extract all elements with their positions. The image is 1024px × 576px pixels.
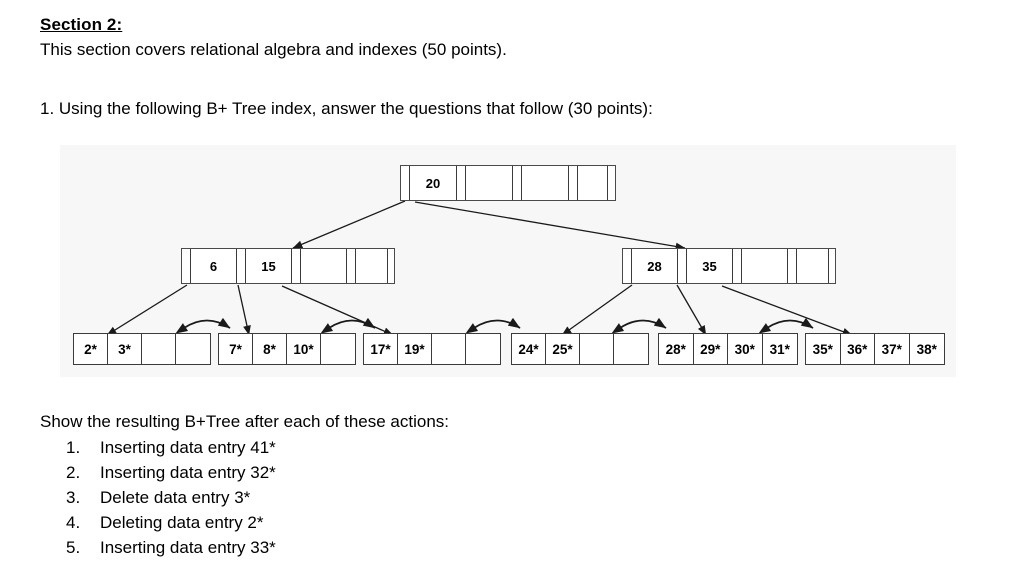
leaf-1-cell-0: 2* (74, 334, 108, 364)
page-title: Section 2: (40, 15, 123, 34)
leaf-5-cell-1: 29* (693, 334, 728, 364)
leaf-1-cell-2 (142, 334, 176, 364)
list-item-label: Inserting data entry 41* (100, 438, 276, 457)
internal-right-pointer-0 (623, 249, 632, 283)
internal-left-pointer-4 (388, 249, 393, 283)
list-item-label: Inserting data entry 33* (100, 538, 276, 557)
list-item-number: 2. (66, 463, 81, 482)
leaf-4-cell-0: 24* (512, 334, 546, 364)
root-pointer-3 (569, 166, 578, 200)
internal-right-key-2 (742, 249, 788, 283)
tree-connector-lines (106, 200, 853, 336)
internal-left-key-1: 15 (246, 249, 292, 283)
internal-right-pointer-3 (788, 249, 797, 283)
actions-list: 1. Inserting data entry 41* 2. Inserting… (66, 435, 276, 560)
internal-left-key-2 (301, 249, 347, 283)
internal-right-pointer-1 (678, 249, 687, 283)
list-item-label: Delete data entry 3* (100, 488, 251, 507)
leaf-node-4[interactable]: 24* 25* (511, 333, 649, 365)
internal-left-pointer-2 (292, 249, 301, 283)
internal-left-key-3 (356, 249, 388, 283)
list-item: 2. Inserting data entry 32* (66, 460, 276, 485)
root-pointer-4 (608, 166, 614, 200)
list-item: 4. Deleting data entry 2* (66, 510, 276, 535)
internal-node-right[interactable]: 28 35 (622, 248, 836, 284)
internal-left-pointer-0 (182, 249, 191, 283)
internal-node-left[interactable]: 6 15 (181, 248, 395, 284)
leaf-1-cell-3 (176, 334, 210, 364)
internal-left-pointer-1 (237, 249, 246, 283)
leaf-3-cell-0: 17* (364, 334, 398, 364)
leaf-5-cell-0: 28* (659, 334, 694, 364)
root-node[interactable]: 20 (400, 165, 616, 201)
internal-right-pointer-4 (829, 249, 834, 283)
section-subtitle: This section covers relational algebra a… (40, 40, 507, 59)
leaf-6-cell-1: 36* (840, 334, 875, 364)
leaf-node-3[interactable]: 17* 19* (363, 333, 501, 365)
leaf-3-cell-1: 19* (398, 334, 432, 364)
list-item-number: 3. (66, 488, 81, 507)
list-item: 5. Inserting data entry 33* (66, 535, 276, 560)
internal-left-key-0: 6 (191, 249, 237, 283)
list-item: 1. Inserting data entry 41* (66, 435, 276, 460)
leaf-node-1[interactable]: 2* 3* (73, 333, 211, 365)
list-item-number: 4. (66, 513, 81, 532)
internal-left-pointer-3 (347, 249, 356, 283)
leaf-node-6[interactable]: 35* 36* 37* 38* (805, 333, 945, 365)
root-pointer-1 (457, 166, 466, 200)
list-item-label: Deleting data entry 2* (100, 513, 264, 532)
root-key-1 (466, 166, 513, 200)
root-key-3 (578, 166, 608, 200)
leaf-2-cell-2: 10* (287, 334, 321, 364)
question-prompt: 1. Using the following B+ Tree index, an… (40, 99, 653, 118)
leaf-4-cell-3 (614, 334, 648, 364)
leaf-2-cell-0: 7* (219, 334, 253, 364)
root-pointer-2 (513, 166, 522, 200)
leaf-2-cell-1: 8* (253, 334, 287, 364)
list-item-label: Inserting data entry 32* (100, 463, 276, 482)
leaf-node-2[interactable]: 7* 8* 10* (218, 333, 356, 365)
internal-right-key-3 (797, 249, 829, 283)
leaf-5-cell-3: 31* (762, 334, 797, 364)
b-plus-tree-diagram: 20 6 15 28 35 2* 3* (60, 145, 956, 377)
leaf-4-cell-1: 25* (546, 334, 580, 364)
leaf-node-5[interactable]: 28* 29* 30* 31* (658, 333, 798, 365)
leaf-4-cell-2 (580, 334, 614, 364)
leaf-5-cell-2: 30* (728, 334, 763, 364)
internal-right-key-0: 28 (632, 249, 678, 283)
root-key-2 (522, 166, 569, 200)
list-item: 3. Delete data entry 3* (66, 485, 276, 510)
leaf-6-cell-3: 38* (909, 334, 944, 364)
actions-prompt: Show the resulting B+Tree after each of … (40, 412, 450, 431)
leaf-1-cell-1: 3* (108, 334, 142, 364)
leaf-3-cell-3 (466, 334, 500, 364)
internal-right-pointer-2 (733, 249, 742, 283)
list-item-number: 5. (66, 538, 81, 557)
leaf-3-cell-2 (432, 334, 466, 364)
internal-right-key-1: 35 (687, 249, 733, 283)
section-header-block: Section 2: This section covers relationa… (40, 14, 980, 61)
root-key-0: 20 (410, 166, 457, 200)
leaf-2-cell-3 (321, 334, 355, 364)
list-item-number: 1. (66, 438, 81, 457)
root-pointer-0 (401, 166, 410, 200)
leaf-6-cell-2: 37* (875, 334, 910, 364)
leaf-6-cell-0: 35* (806, 334, 841, 364)
